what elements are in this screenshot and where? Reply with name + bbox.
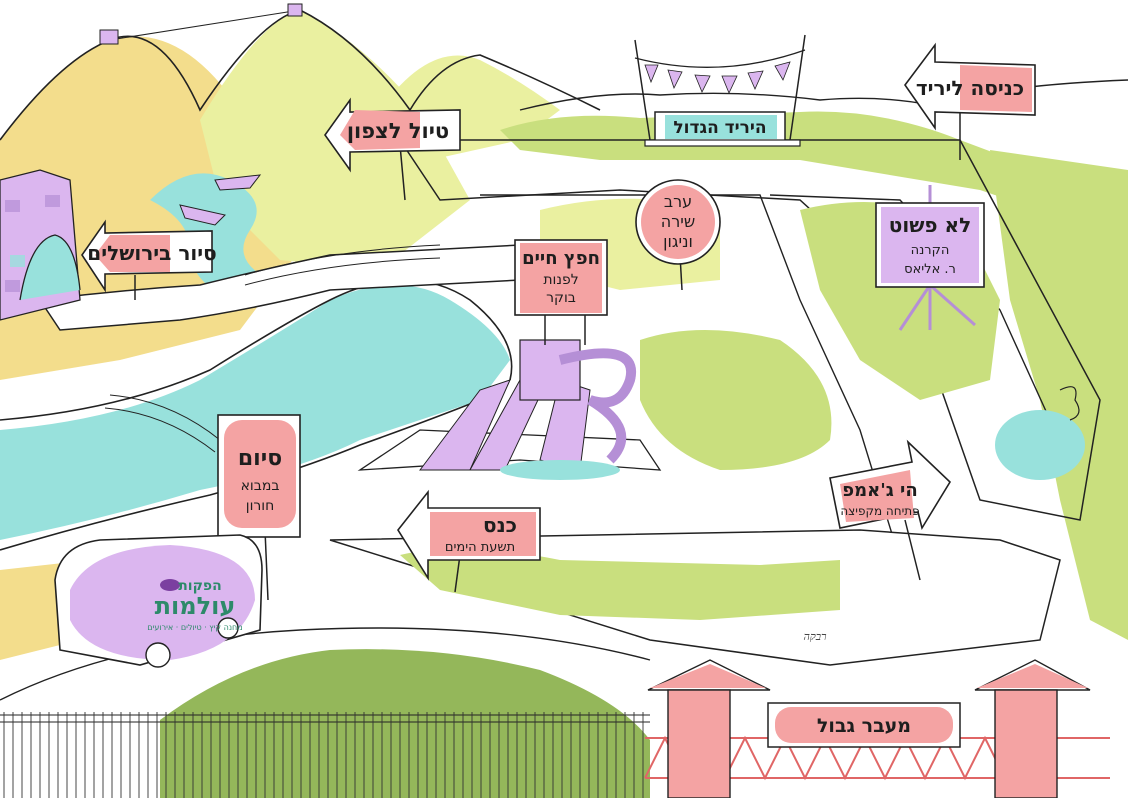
- sign-hi-jump[interactable]: הי ג'אמפ פתיחה מקפיצה: [829, 439, 952, 581]
- sign-ending[interactable]: סיום במבוא חורון: [217, 414, 301, 601]
- sign-lo-pashut-sub1: הקרנה: [911, 243, 950, 258]
- sign-hi-jump-title: הי ג'אמפ: [842, 480, 917, 501]
- sign-kenes-sub: תשעת הימים: [445, 540, 515, 555]
- sign-chafetz-title: חפץ חיים: [522, 248, 600, 269]
- boat-2: [179, 204, 226, 226]
- bridge-top: [244, 244, 441, 286]
- sign-ending-sub2: חורון: [246, 498, 275, 514]
- field-bottom-darkgreen: [160, 649, 650, 798]
- field-bottom-green: [400, 548, 840, 620]
- sign-lo-pashut-title: לא פשוט: [889, 213, 971, 237]
- sign-chafetz-chaim[interactable]: חפץ חיים לפנות בוקר: [514, 239, 608, 345]
- sign-song-evening[interactable]: ערב שירה וניגון: [635, 179, 721, 291]
- border-crossing[interactable]: מעבר גבול: [644, 659, 1110, 798]
- sign-jerusalem-tour-label: סיור בירושלים: [87, 241, 216, 265]
- sign-lo-pashut[interactable]: לא פשוט הקרנה ר. אליאס: [875, 185, 985, 331]
- water-slide: [419, 339, 637, 480]
- bus-brand-top: הפקות: [178, 578, 222, 594]
- fence-posts: [3, 712, 644, 798]
- sign-chafetz-sub1: לפנות: [543, 272, 578, 288]
- sign-ending-title: סיום: [238, 446, 282, 471]
- sign-tour-north[interactable]: טיול לצפון: [324, 97, 461, 201]
- sign-ending-sub1: במבוא: [241, 478, 280, 494]
- cable-car-1: [99, 29, 119, 45]
- cable-car-2: [287, 3, 303, 17]
- sign-song-evening-line1: ערב: [664, 192, 692, 211]
- sign-song-evening-line2: שירה: [661, 212, 695, 231]
- sign-chafetz-sub2: בוקר: [546, 290, 576, 306]
- sign-big-fair[interactable]: היריד הגדול: [634, 34, 806, 147]
- bottom-fence: [0, 714, 650, 723]
- sign-entrance-label: כניסה ליריד: [916, 76, 1024, 100]
- field-right-green: [990, 150, 1128, 640]
- sign-entrance[interactable]: כניסה ליריד: [904, 42, 1036, 160]
- bridge-lower: [104, 394, 221, 453]
- sign-kenes-title: כנס: [483, 513, 517, 537]
- bus-tagline: מחנה קיץ · טיולים · אירועים: [147, 623, 242, 632]
- sign-jerusalem-tour[interactable]: סיור בירושלים: [81, 219, 217, 300]
- field-center-green: [640, 330, 832, 470]
- artist-signature: רבקה: [803, 630, 826, 643]
- pond-right: [995, 410, 1085, 480]
- border-crossing-label: מעבר גבול: [817, 715, 911, 737]
- sign-lo-pashut-sub2: ר. אליאס: [904, 262, 956, 277]
- bus-brand-main: עולמות: [155, 592, 236, 620]
- sign-hi-jump-sub: פתיחה מקפיצה: [840, 504, 919, 518]
- jerusalem-wall: [0, 169, 81, 321]
- sign-kenes[interactable]: כנס תשעת הימים: [397, 489, 541, 593]
- sign-tour-north-label: טיול לצפון: [347, 119, 449, 143]
- bus: הפקות עולמות מחנה קיץ · טיולים · אירועים: [54, 534, 263, 668]
- boat-1: [214, 174, 262, 191]
- sign-song-evening-line3: וניגון: [663, 232, 693, 251]
- river: [0, 285, 510, 540]
- sign-big-fair-label: היריד הגדול: [673, 118, 766, 138]
